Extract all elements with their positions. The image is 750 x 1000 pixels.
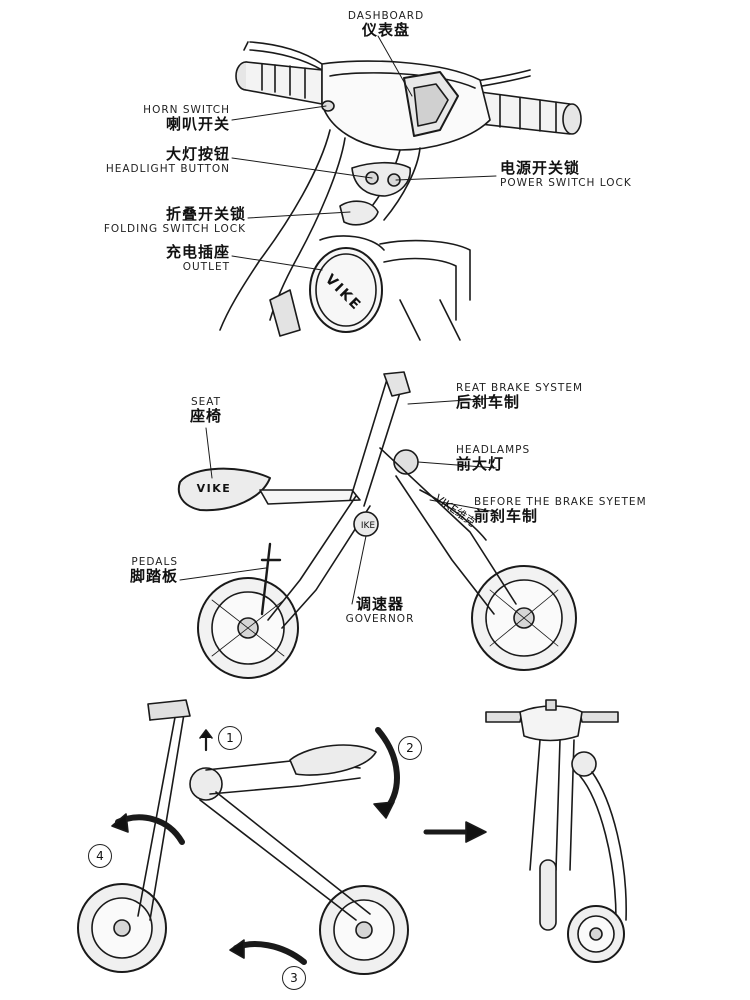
power-switch-lock-label-cn: 电源开关锁 — [500, 159, 581, 177]
rear-brake-label-cn: 后刹车制 — [456, 393, 521, 412]
dashboard-label-cn: 仪表盘 — [361, 21, 410, 40]
horn-switch-label-en: HORN SWITCH — [143, 104, 230, 116]
pedals-label-cn: 脚踏板 — [129, 567, 178, 586]
seat-label: SEAT 座椅 — [166, 396, 246, 425]
governor-label-en: GOVERNOR — [345, 613, 415, 626]
outlet-label: 充电插座 OUTLET — [130, 243, 230, 274]
hub-brand: IKE — [361, 521, 376, 531]
front-brake-label-cn: 前刹车制 — [474, 507, 539, 526]
leader-lines-1 — [231, 35, 497, 271]
headlight-button-label-en: HEADLIGHT BUTTON — [105, 163, 230, 176]
horn-switch-label: HORN SWITCH 喇叭开关 — [118, 104, 230, 133]
pedals-label: PEDALS 脚踏板 — [92, 556, 178, 585]
leader-lines-2 — [179, 397, 497, 605]
governor-label: 调速器 GOVERNOR — [330, 595, 430, 626]
folding-switch-lock-label: 折叠开关锁 FOLDING SWITCH LOCK — [96, 205, 246, 236]
governor-label-cn: 调速器 — [355, 595, 404, 613]
seat-label-en: SEAT — [190, 396, 222, 408]
handlebar-closeup — [219, 41, 582, 341]
dashboard-label-en: DASHBOARD — [347, 10, 425, 22]
folding-switch-lock-label-cn: 折叠开关锁 — [165, 205, 246, 223]
pedals-label-en: PEDALS — [131, 556, 178, 568]
front-brake-label: BEFORE THE BRAKE SYETEM 前刹车制 — [474, 496, 647, 525]
horn-switch-label-cn: 喇叭开关 — [165, 115, 230, 134]
power-switch-lock-label: 电源开关锁 POWER SWITCH LOCK — [500, 159, 632, 190]
power-switch-lock-label-en: POWER SWITCH LOCK — [500, 177, 632, 190]
seat-brand: VIKE — [197, 482, 232, 495]
step-4-badge: 4 — [88, 844, 112, 868]
folding-switch-lock-label-en: FOLDING SWITCH LOCK — [103, 223, 246, 236]
folding-sequence — [77, 699, 627, 975]
scooter-side-view — [177, 371, 577, 679]
step-3-badge: 3 — [282, 966, 306, 990]
outlet-label-en: OUTLET — [182, 261, 230, 274]
headlight-button-label: 大灯按钮 HEADLIGHT BUTTON — [100, 145, 230, 176]
headlamps-label-en: HEADLAMPS — [456, 444, 531, 456]
frame-brand: VIKE维克 — [432, 492, 478, 530]
step-2-badge: 2 — [398, 736, 422, 760]
rear-brake-label: REAT BRAKE SYSTEM 后刹车制 — [456, 382, 583, 411]
rear-brake-label-en: REAT BRAKE SYSTEM — [456, 382, 584, 394]
headlamps-label-cn: 前大灯 — [456, 455, 505, 474]
step-1-badge: 1 — [218, 726, 242, 750]
front-brake-label-en: BEFORE THE BRAKE SYETEM — [474, 496, 647, 508]
outlet-label-cn: 充电插座 — [165, 243, 230, 261]
headlamps-label: HEADLAMPS 前大灯 — [456, 444, 530, 473]
dashboard-label: DASHBOARD 仪表盘 — [336, 10, 436, 39]
seat-label-cn: 座椅 — [189, 407, 222, 426]
headlight-button-label-cn: 大灯按钮 — [165, 145, 230, 163]
